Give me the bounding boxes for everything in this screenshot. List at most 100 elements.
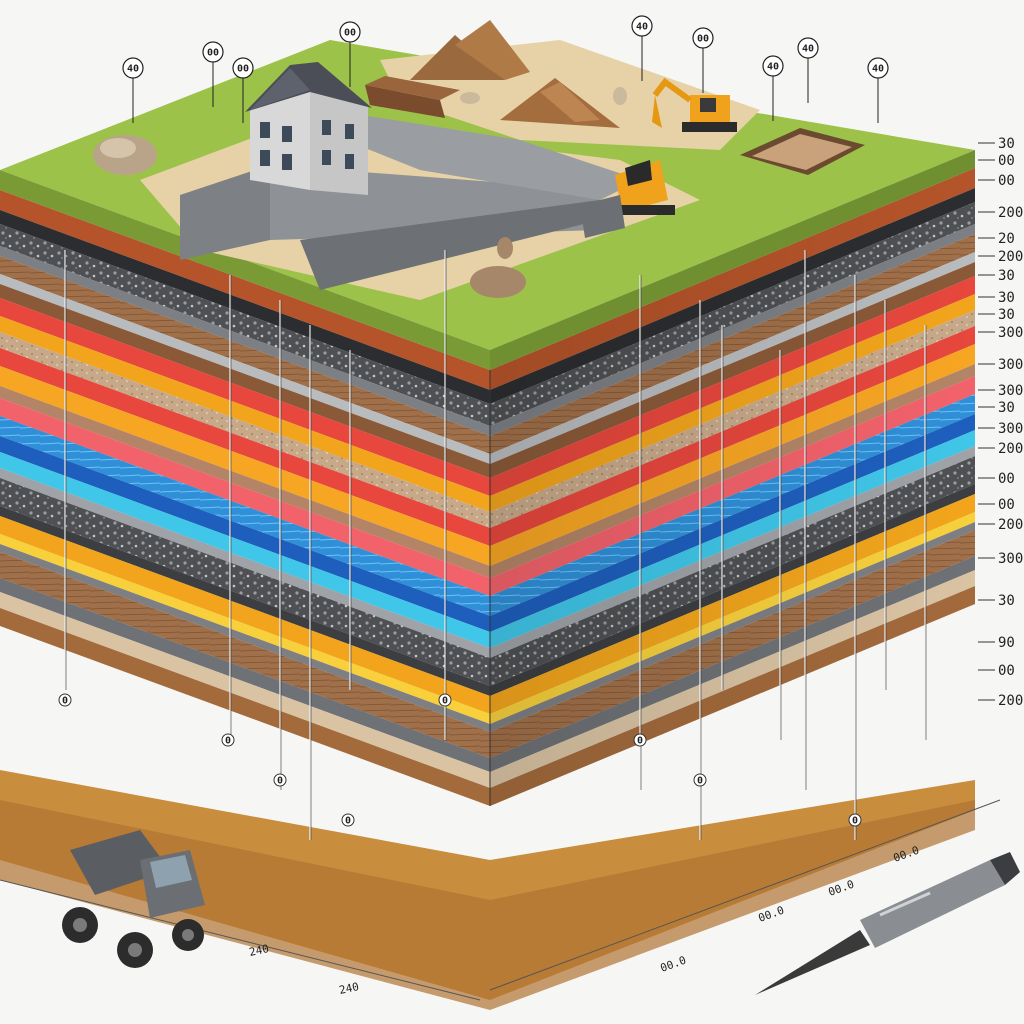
- scale-label: 90: [998, 635, 1015, 651]
- top-marker-bubble: [202, 41, 224, 63]
- stratum-left-4: [0, 256, 490, 454]
- stratum-left-9: [0, 332, 490, 528]
- top-marker-label: 00: [237, 64, 249, 75]
- stratum-left-22: [0, 544, 490, 732]
- scale-label: 300: [998, 551, 1023, 567]
- top-marker-bubble: [867, 57, 889, 79]
- stratum-left-0: [0, 190, 490, 390]
- top-marker-bubble: [692, 27, 714, 49]
- stratum-left-10: [0, 348, 490, 546]
- stratum-left-26: [0, 608, 490, 806]
- stratum-left-19: [0, 506, 490, 696]
- top-marker-label: 00: [697, 34, 709, 45]
- depth-marker-label: 0: [225, 736, 231, 747]
- house-icon: [245, 62, 372, 195]
- stratum-left-5: [0, 274, 490, 464]
- scale-label: 200: [998, 249, 1023, 265]
- depth-marker: [693, 773, 707, 787]
- scale-label: 300: [998, 421, 1023, 437]
- scale-label: 30: [998, 593, 1015, 609]
- stratum-left-13: [0, 398, 490, 596]
- scale-label: 00: [998, 471, 1015, 487]
- boulder-icon: [93, 87, 627, 298]
- stratum-left-2: [0, 224, 490, 426]
- bottom-scale-label: 240: [338, 980, 360, 997]
- depth-marker-label: 0: [697, 776, 703, 787]
- depth-marker-label: 0: [637, 736, 643, 747]
- top-marker-label: 40: [767, 62, 779, 73]
- stratum-left-16: [0, 452, 490, 648]
- bottom-scale-label: 240: [248, 942, 270, 959]
- stratum-left-25: [0, 592, 490, 788]
- depth-marker-label: 0: [277, 776, 283, 787]
- dump-truck-icon: [62, 830, 205, 968]
- scale-label: 30: [998, 268, 1015, 284]
- scale-label: 00: [998, 173, 1015, 189]
- depth-marker: [58, 693, 72, 707]
- left-face-strata: [0, 190, 490, 806]
- depth-marker: [273, 773, 287, 787]
- stratum-left-11: [0, 366, 490, 566]
- top-marker-label: 00: [207, 48, 219, 59]
- stratum-left-21: [0, 534, 490, 724]
- top-marker-label: 40: [872, 64, 884, 75]
- scale-label: 200: [998, 205, 1023, 221]
- scale-label: 30: [998, 400, 1015, 416]
- top-marker-group: 40 00 00 00 40 00 40 40 40: [122, 15, 889, 123]
- top-marker-label: 40: [636, 22, 648, 33]
- right-scale: 3000002002020030303030030030030300200000…: [978, 136, 1023, 709]
- excavator-icon: [652, 77, 737, 132]
- scale-label: 00: [998, 663, 1015, 679]
- depth-marker: [341, 813, 355, 827]
- depth-lines: 0 0 0 0 0 0 0 0: [58, 250, 927, 840]
- scale-label: 300: [998, 357, 1023, 373]
- scale-label: 20: [998, 231, 1015, 247]
- scale-label: 30: [998, 290, 1015, 306]
- top-marker-bubble: [631, 15, 653, 37]
- stratum-left-6: [0, 284, 490, 478]
- scale-label: 30: [998, 307, 1015, 323]
- depth-marker-label: 0: [852, 816, 858, 827]
- stratum-left-8: [0, 316, 490, 512]
- pit-icon: [740, 128, 865, 175]
- depth-marker-label: 0: [62, 696, 68, 707]
- top-surface: [0, 20, 975, 370]
- ground-base: [0, 770, 975, 1010]
- pen-icon: [755, 852, 1020, 995]
- scale-label: 00: [998, 497, 1015, 513]
- timber-stack: [365, 76, 460, 118]
- stratum-left-12: [0, 386, 490, 578]
- stratum-left-18: [0, 478, 490, 686]
- stratum-left-1: [0, 210, 490, 404]
- top-marker-label: 00: [344, 28, 356, 39]
- top-marker-bubble: [797, 37, 819, 59]
- scale-label: 200: [998, 441, 1023, 457]
- sand-pile-icon: [410, 20, 620, 128]
- scale-label: 200: [998, 517, 1023, 533]
- stratum-left-20: [0, 516, 490, 714]
- depth-marker: [848, 813, 862, 827]
- stratum-left-23: [0, 552, 490, 758]
- top-marker-label: 40: [127, 64, 139, 75]
- top-marker-bubble: [339, 21, 361, 43]
- scale-label: 200: [998, 693, 1023, 709]
- top-marker-bubble: [122, 57, 144, 79]
- depth-marker: [438, 693, 452, 707]
- depth-marker: [221, 733, 235, 747]
- scale-label: 00: [998, 153, 1015, 169]
- depth-marker-label: 0: [442, 696, 448, 707]
- stratum-left-7: [0, 298, 490, 496]
- stratum-left-24: [0, 578, 490, 772]
- top-marker-label: 40: [802, 44, 814, 55]
- depth-marker-label: 0: [345, 816, 351, 827]
- stratum-left-15: [0, 436, 490, 632]
- stratum-left-3: [0, 246, 490, 436]
- scale-label: 300: [998, 383, 1023, 399]
- bulldozer-icon: [580, 160, 675, 238]
- depth-marker: [633, 733, 647, 747]
- scale-label: 30: [998, 136, 1015, 152]
- scale-label: 300: [998, 325, 1023, 341]
- top-marker-bubble: [762, 55, 784, 77]
- retaining-wall: [180, 165, 270, 260]
